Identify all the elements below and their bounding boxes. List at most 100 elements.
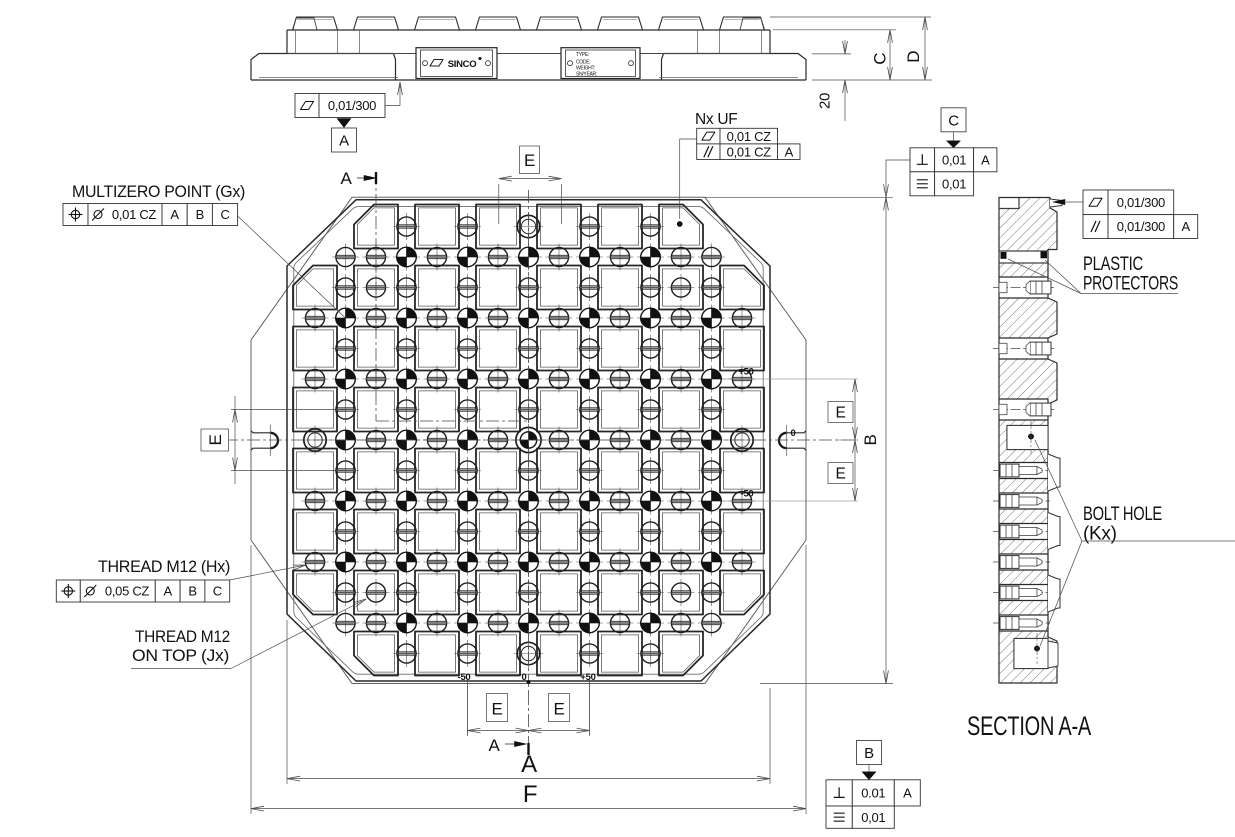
scale-label-bottom-zero: 0 <box>522 672 527 683</box>
thread-node <box>396 643 417 664</box>
fcf-base-flatness: 0,01/300 <box>294 93 386 118</box>
section-arrow-top <box>363 175 377 181</box>
section-letter-top: A <box>340 169 352 188</box>
fcf-cell <box>934 171 975 197</box>
thread-node <box>426 612 448 634</box>
multizero-quadrant <box>467 308 478 319</box>
fcf-cell <box>1082 189 1109 216</box>
clamping-module <box>657 16 705 31</box>
arrow-d <box>922 66 928 81</box>
thread-node <box>701 460 722 481</box>
thread-node <box>548 612 570 634</box>
thread-node <box>426 307 448 329</box>
c-frame-leader <box>885 159 910 193</box>
datum-a-box: A <box>331 127 357 153</box>
fcf-value: A <box>164 584 173 599</box>
multizero-quadrant <box>579 317 590 328</box>
path <box>1090 220 1101 233</box>
multizero-quadrant <box>396 561 407 572</box>
nameplate-inner <box>420 49 493 77</box>
multizero-quadrant <box>406 369 417 380</box>
thread-node <box>731 307 753 329</box>
multizero-quadrant <box>589 491 600 502</box>
thread-node <box>304 551 326 573</box>
fcf-value: A <box>170 207 179 222</box>
thread-hx-label: THREAD M12 (Hx) <box>98 558 230 576</box>
multizero-quadrant <box>396 256 407 267</box>
multizero-quadrant <box>640 378 651 389</box>
multizero-quadrant <box>701 439 712 450</box>
multizero-quadrant <box>589 247 600 258</box>
thread-node <box>670 490 692 512</box>
thread-node <box>548 490 570 512</box>
thread-node <box>304 368 326 390</box>
multizero-quadrant <box>457 622 468 633</box>
thread-node <box>457 460 478 481</box>
scale-label-bottom-plus: +50 <box>580 672 595 683</box>
plate-code-label: CODE: <box>576 60 590 66</box>
flatness-symbol-icon <box>300 101 314 110</box>
set-screw-body <box>1029 402 1052 417</box>
plate-weight-label: WEIGHT: <box>576 66 595 72</box>
multizero-quadrant <box>335 317 346 328</box>
multizero-quadrant <box>335 561 346 572</box>
bolt-block-tab <box>1047 640 1059 669</box>
screw-shaft <box>1018 618 1038 628</box>
set-screw-body <box>1029 341 1052 356</box>
diameter-symbol-icon <box>91 208 105 221</box>
sect-fcf-arrow <box>1052 199 1066 205</box>
clamping-module <box>352 16 400 31</box>
thread-node <box>579 338 600 359</box>
screw-shaft <box>1018 466 1038 475</box>
dim-label-20: 20 <box>817 93 834 109</box>
bolt-hole-block <box>1006 425 1049 450</box>
section-title: SECTION A-A <box>967 711 1091 741</box>
dim-box-e-left <box>200 428 229 452</box>
thread-node <box>609 368 631 390</box>
multizero-quadrant <box>406 491 417 502</box>
thread-node <box>457 521 478 542</box>
screw-tip <box>1036 466 1043 475</box>
nameplate-screw <box>628 60 634 67</box>
fcf-value: C <box>220 207 229 222</box>
multizero-quadrant <box>579 256 590 267</box>
plastic-leader <box>1044 259 1082 294</box>
fcf-cell <box>934 147 975 173</box>
thread-node <box>426 368 448 390</box>
clamping-module <box>535 16 583 31</box>
arrow-e <box>548 175 562 182</box>
multizero-quadrant <box>711 369 722 380</box>
plate-body-outline <box>286 199 771 682</box>
thread-node <box>304 307 326 329</box>
plastic-protectors-label-1: PLASTIC <box>1083 254 1143 275</box>
fcf-value: 0,01 CZ <box>112 207 157 222</box>
thread-node <box>457 216 478 237</box>
arrow-20 <box>842 40 848 54</box>
fcf-cell <box>696 127 721 145</box>
path <box>300 101 314 110</box>
thread-node <box>609 551 631 573</box>
dim-box-e-right <box>827 401 854 423</box>
multizero-quadrant <box>711 308 722 319</box>
datum-c-box: C <box>940 107 967 133</box>
bore-mouth <box>998 403 1008 416</box>
arrow-e <box>528 727 542 734</box>
fcf-cell <box>211 203 239 226</box>
thread-node <box>579 521 600 542</box>
thread-node <box>396 460 417 481</box>
multizero-quadrant <box>406 613 417 624</box>
set-screw-body <box>1029 280 1052 295</box>
thread-node <box>579 216 600 237</box>
thread-node <box>365 582 387 603</box>
clamping-module-rear <box>739 17 765 31</box>
screw-tip <box>1025 402 1031 417</box>
bolt-leader <box>1034 439 1083 542</box>
bolt-hole-block <box>1013 638 1049 669</box>
dim-box-e-bottom <box>486 693 508 722</box>
plate-inner-contour <box>293 206 764 675</box>
arrow-e <box>467 727 481 734</box>
